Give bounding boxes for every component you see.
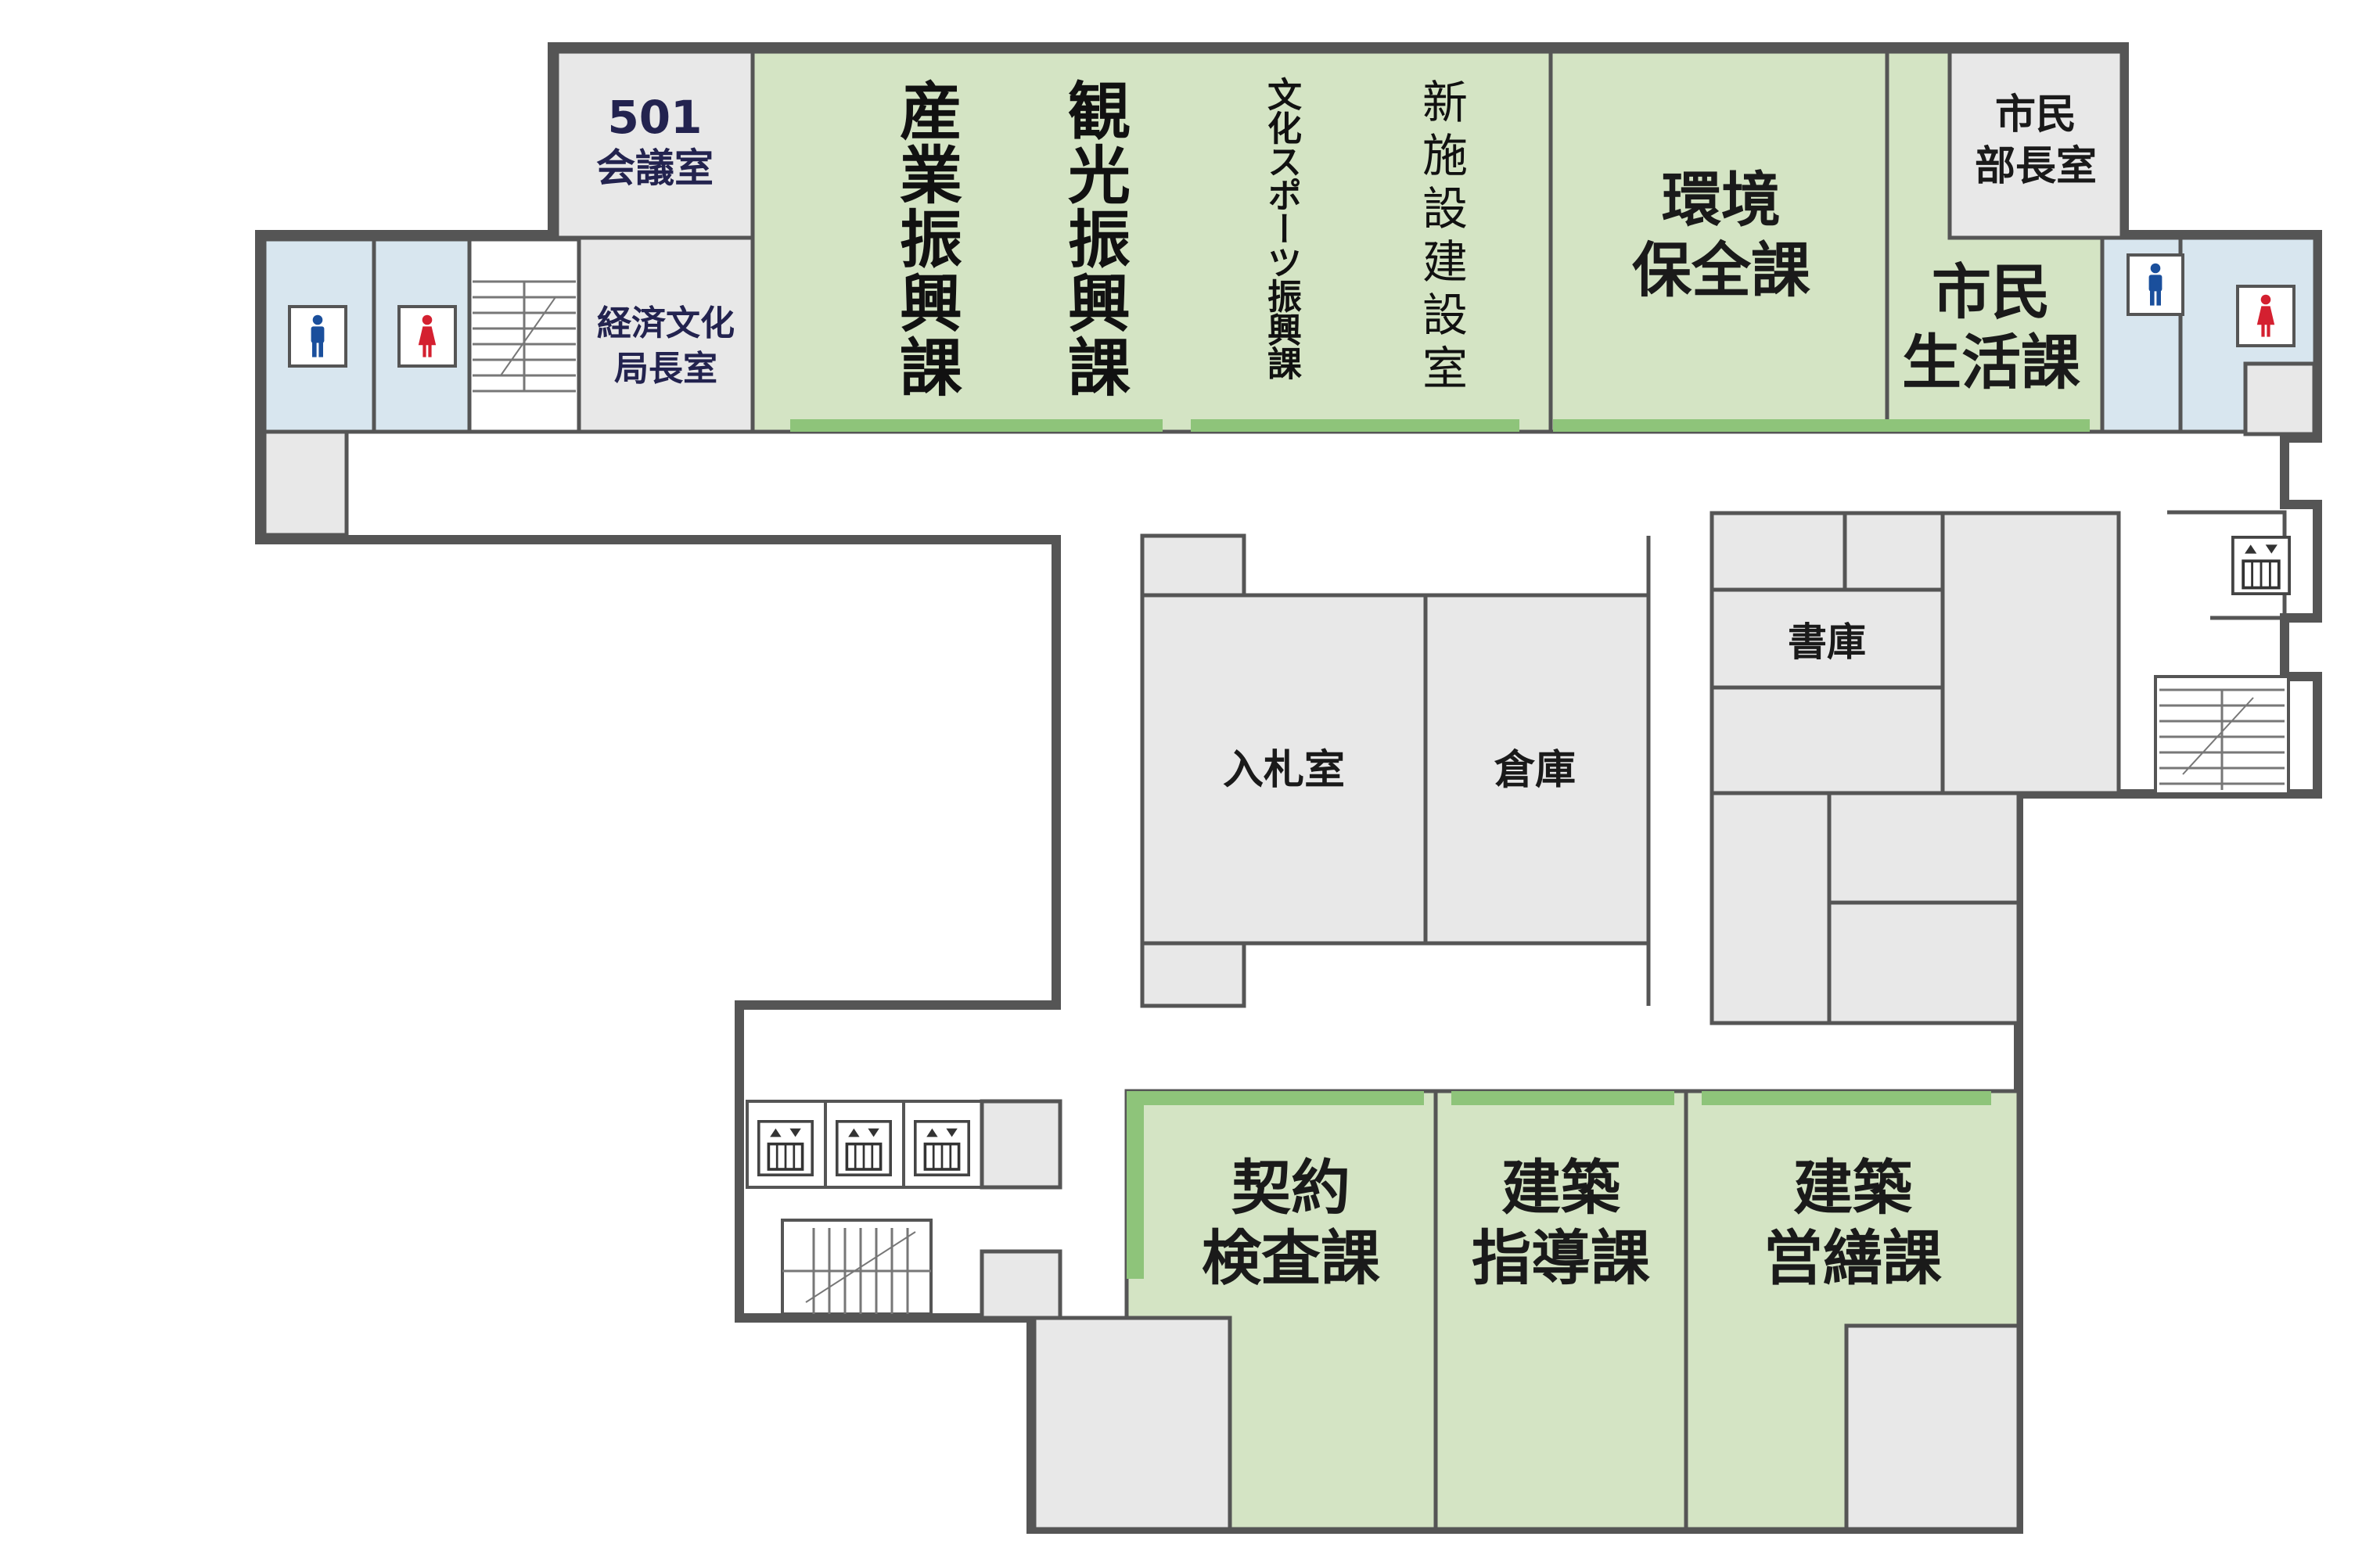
room-bidding[interactable] [1140, 593, 1428, 946]
citizen-life-line1: 市民 [1932, 257, 2051, 327]
environment-line1: 環境 [1662, 165, 1781, 235]
storage-left-small [262, 429, 349, 537]
arch-repair-line1: 建築 [1793, 1153, 1913, 1222]
contract-line1: 契約 [1231, 1153, 1350, 1222]
right-block [1710, 511, 2121, 1025]
left-wing [262, 237, 581, 537]
industry-label: 産業振興課 [890, 78, 962, 399]
library-label: 書庫 [1788, 619, 1866, 665]
accent-bar [1451, 1091, 1674, 1105]
stairs-icon [782, 1228, 931, 1314]
room-bottom-left-grey [1032, 1316, 1232, 1531]
accent-bar [1553, 419, 2090, 432]
culture-sports-label: 文化スポーツ振興課 [1261, 77, 1301, 379]
elevator-icon[interactable] [757, 1120, 814, 1176]
womens-restroom-icon [397, 305, 457, 368]
room-bottom-right-grey [1844, 1323, 2021, 1531]
storage-label: 倉庫 [1494, 747, 1576, 794]
room-right-f [1827, 900, 2021, 1025]
tourism-label: 観光振興課 [1058, 78, 1131, 399]
econ-director-line2: 局長室 [614, 349, 717, 389]
contract-line2: 検査課 [1202, 1223, 1380, 1293]
mens-restroom-icon [2127, 253, 2184, 316]
room-center-small-top [1140, 533, 1246, 598]
environment-line2: 保全課 [1632, 235, 1810, 305]
arch-guidance-line1: 建築 [1501, 1153, 1621, 1222]
restroom-right-booth [2243, 361, 2317, 436]
room-lower-left-small [980, 1099, 1062, 1190]
womens-restroom-icon [2236, 285, 2296, 347]
elevator-icon[interactable] [2167, 510, 2291, 620]
lower-left [746, 1099, 1062, 1320]
room-right-d [1710, 791, 1832, 1025]
room-citizen-director[interactable] [1947, 49, 2124, 240]
stairs-icon [2159, 688, 2285, 790]
accent-bar [1191, 419, 1519, 432]
econ-director-line1: 経済文化 [597, 303, 735, 343]
elevator-icon[interactable] [914, 1120, 970, 1176]
room-501-meeting[interactable] [555, 49, 755, 240]
room-library[interactable] [1710, 587, 1945, 690]
accent-bar [1702, 1091, 1991, 1105]
room-501-name: 会議室 [596, 145, 714, 191]
citizen-director-line1: 市民 [1995, 92, 2076, 138]
accent-bar [1127, 1091, 1144, 1279]
elevator-icon[interactable] [836, 1120, 892, 1176]
top-row [555, 49, 2124, 434]
citizen-life-line2: 生活課 [1902, 328, 2080, 397]
right-wing [2100, 235, 2317, 795]
room-right-b [1843, 511, 1945, 592]
central-block [1140, 533, 1651, 1008]
accent-bar [790, 419, 1163, 432]
room-right-tall [1940, 511, 2121, 795]
new-facility-label: 新施設建設室 [1415, 78, 1468, 397]
citizen-director-line2: 部長室 [1975, 143, 2097, 190]
accent-bar [1127, 1091, 1424, 1105]
room-right-a [1710, 511, 1847, 592]
bottom-row [1032, 1089, 2021, 1531]
labels: 501 会議室 経済文化 局長室 環境 保全課 市民 部長室 市民 生活課 書庫… [596, 91, 2097, 1293]
bidding-label: 入札室 [1223, 747, 1345, 794]
dept-architecture-guidance[interactable] [1433, 1089, 1688, 1531]
room-storage[interactable] [1423, 593, 1651, 946]
arch-repair-line2: 営繕課 [1763, 1223, 1942, 1293]
dept-environment[interactable] [1548, 49, 1889, 434]
mens-restroom-icon [288, 305, 347, 368]
room-center-small-bottom [1140, 941, 1246, 1008]
arch-guidance-line2: 指導課 [1472, 1223, 1650, 1293]
stairs-icon [473, 280, 576, 393]
room-lower-left-small-2 [980, 1249, 1062, 1320]
room-501-number: 501 [607, 91, 702, 144]
stairs-lower-left [781, 1219, 933, 1316]
room-right-e [1827, 791, 2021, 905]
room-right-c [1710, 685, 1945, 795]
